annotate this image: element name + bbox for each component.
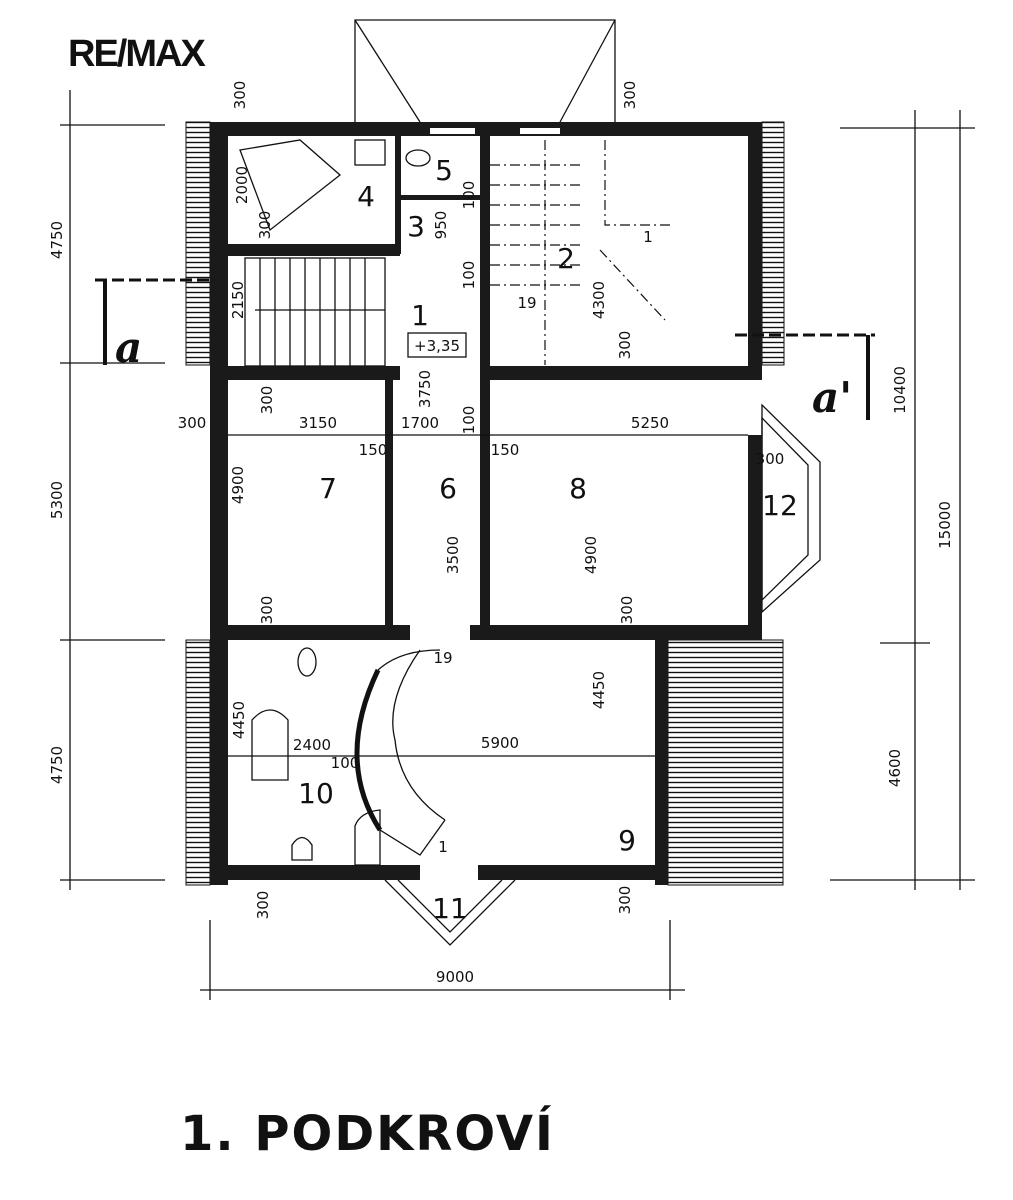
stair-label: 1 bbox=[643, 228, 653, 246]
dim-label: 4300 bbox=[590, 281, 608, 319]
dimension-labels: 4750 5300 4750 10400 15000 4600 9000 300… bbox=[48, 81, 954, 986]
dim-label: 1700 bbox=[401, 414, 439, 432]
dim-label: 3750 bbox=[416, 370, 434, 408]
dim-label: 300 bbox=[618, 596, 636, 625]
room-1-label: 1 bbox=[411, 299, 429, 332]
dim-label: 300 bbox=[256, 211, 274, 240]
level-mark-box bbox=[407, 332, 467, 358]
dim-label: 4900 bbox=[582, 536, 600, 574]
dim-label: 300 bbox=[258, 596, 276, 625]
balconies bbox=[185, 121, 785, 886]
walls bbox=[210, 122, 762, 885]
room-9-label: 9 bbox=[618, 824, 636, 857]
bathroom-fixtures bbox=[239, 139, 431, 861]
entrance-11-canopy bbox=[384, 879, 516, 946]
dim-label: 5900 bbox=[481, 734, 519, 752]
room-numbers: 1 2 3 4 5 6 7 8 9 10 11 12 bbox=[298, 154, 798, 925]
stair-label: 19 bbox=[433, 649, 452, 667]
remax-logo: RE/MAX bbox=[68, 33, 206, 75]
stair-curved bbox=[354, 649, 446, 866]
room-7-label: 7 bbox=[319, 472, 337, 505]
dim-label: 150 bbox=[491, 441, 520, 459]
dim-label: 300 bbox=[231, 81, 249, 110]
dim-label: 15000 bbox=[936, 501, 954, 549]
room-4-label: 4 bbox=[357, 180, 375, 213]
dim-label: 2000 bbox=[233, 166, 251, 204]
section-marker-a-prime: a' bbox=[735, 333, 875, 422]
room-8-label: 8 bbox=[569, 472, 587, 505]
dim-label: 10400 bbox=[891, 366, 909, 414]
dim-label: 150 bbox=[359, 441, 388, 459]
dim-label: 300 bbox=[616, 331, 634, 360]
section-label-a-prime: a' bbox=[812, 373, 852, 422]
dim-label: 4450 bbox=[590, 671, 608, 709]
dim-label: 4600 bbox=[886, 749, 904, 787]
entrance-11-canopy-inner bbox=[397, 879, 503, 933]
floor-title: 1. PODKROVÍ bbox=[180, 1105, 555, 1162]
dim-label: 3500 bbox=[444, 536, 462, 574]
room-6-label: 6 bbox=[439, 472, 457, 505]
dim-label: 300 bbox=[178, 414, 207, 432]
dim-label: 100 bbox=[331, 754, 360, 772]
dim-label: 4900 bbox=[229, 466, 247, 504]
stair-room-2 bbox=[490, 140, 670, 365]
dormer-outline bbox=[354, 19, 616, 123]
room-12-label: 12 bbox=[762, 489, 798, 522]
dim-label: 950 bbox=[432, 211, 450, 240]
room-10-label: 10 bbox=[298, 777, 334, 810]
stair-straight bbox=[244, 257, 386, 367]
section-label-a: a bbox=[115, 323, 142, 372]
room-5-label: 5 bbox=[435, 154, 453, 187]
dim-label: 300 bbox=[621, 81, 639, 110]
section-marker-a: a bbox=[95, 278, 215, 372]
stair-label: 1 bbox=[438, 838, 448, 856]
dim-label: 9000 bbox=[436, 968, 474, 986]
level-mark: +3,35 bbox=[414, 337, 460, 355]
dimension-lines bbox=[60, 90, 975, 1000]
dim-label: 300 bbox=[616, 886, 634, 915]
dim-label: 5300 bbox=[48, 481, 66, 519]
dim-label: 300 bbox=[254, 891, 272, 920]
dim-label: 300 bbox=[756, 450, 785, 468]
dim-label: 300 bbox=[258, 386, 276, 415]
dim-label: 100 bbox=[460, 261, 478, 290]
dim-label: 4450 bbox=[230, 701, 248, 739]
room-11-label: 11 bbox=[432, 892, 468, 925]
stair-label: 19 bbox=[517, 294, 536, 312]
dim-label: 4750 bbox=[48, 221, 66, 259]
room-2-label: 2 bbox=[557, 242, 575, 275]
room-3-label: 3 bbox=[407, 210, 425, 243]
dim-label: 100 bbox=[460, 406, 478, 435]
dim-label: 100 bbox=[460, 181, 478, 210]
dim-label: 5250 bbox=[631, 414, 669, 432]
dim-label: 3150 bbox=[299, 414, 337, 432]
dim-label: 2150 bbox=[229, 281, 247, 319]
dim-label: 2400 bbox=[293, 736, 331, 754]
dim-label: 4750 bbox=[48, 746, 66, 784]
